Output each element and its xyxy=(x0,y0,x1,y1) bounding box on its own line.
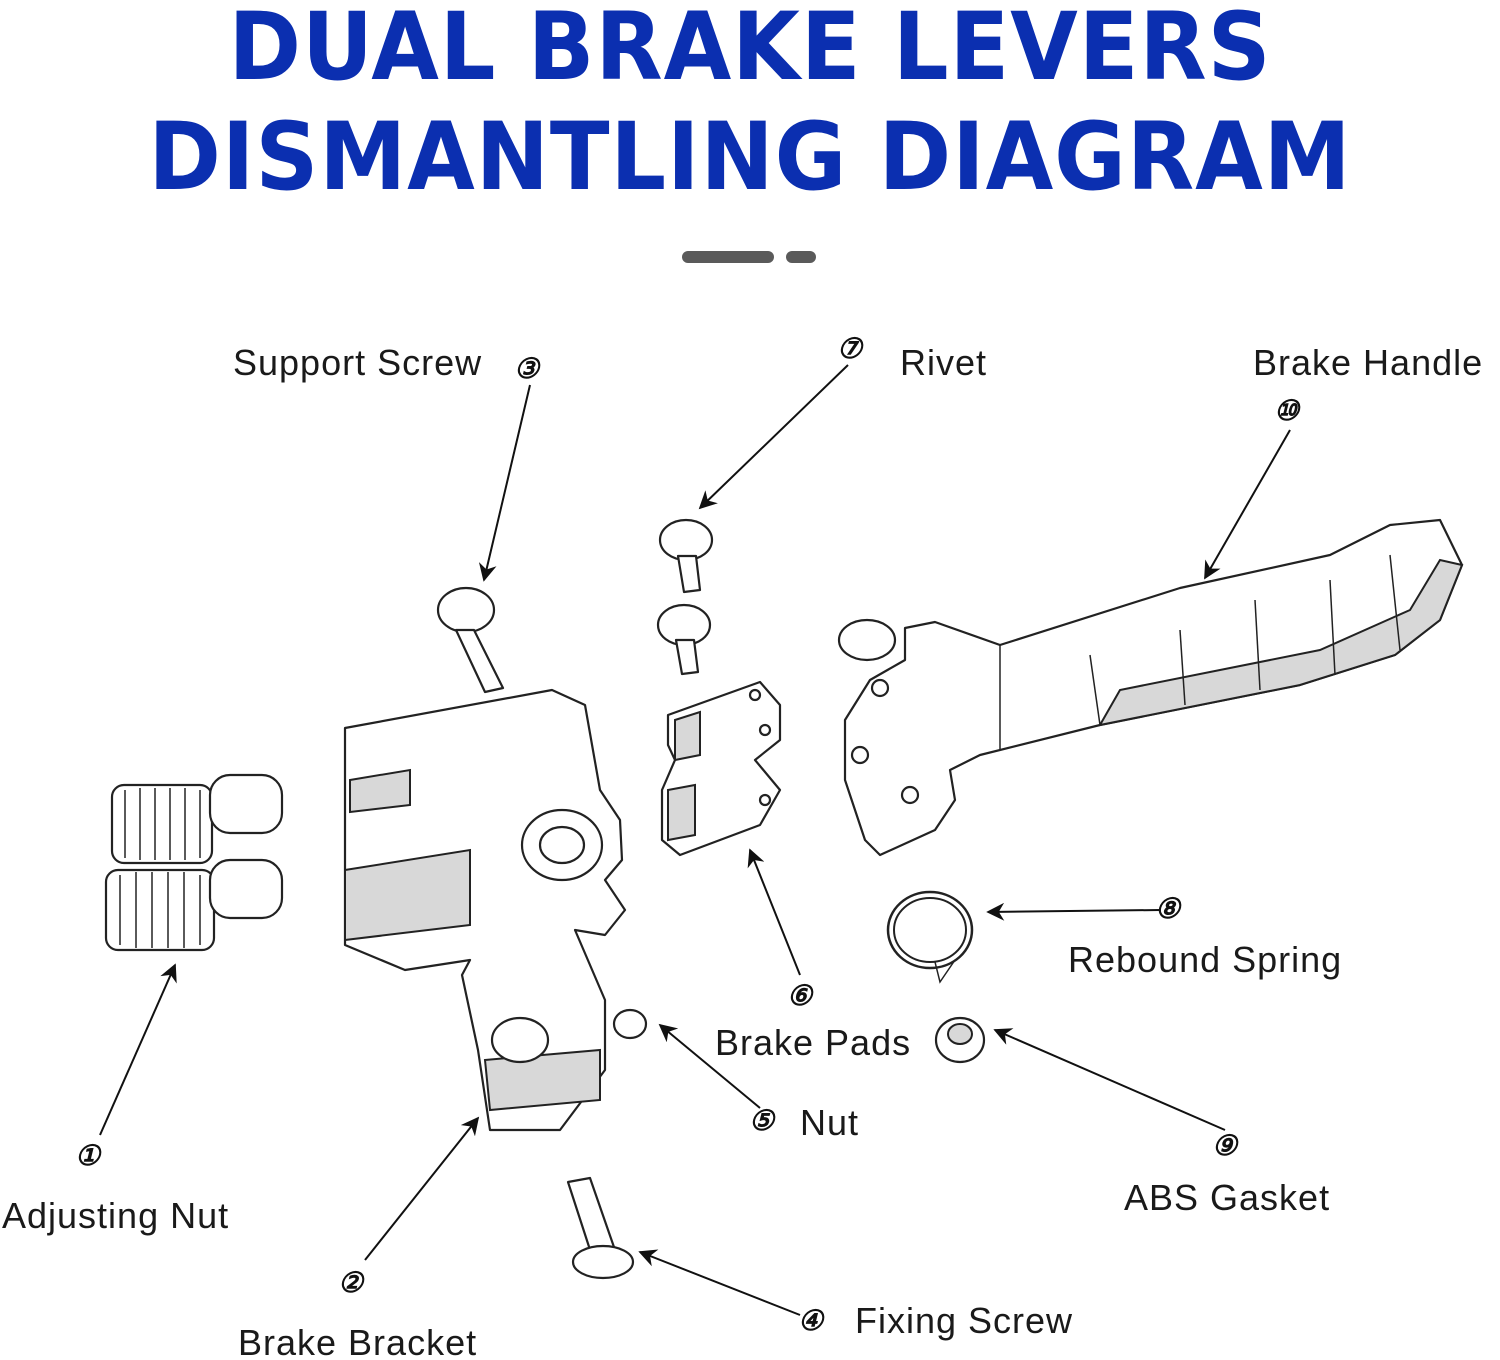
part-label-abs-gasket: ABS Gasket xyxy=(1124,1177,1330,1218)
part-number-7: ⑦ xyxy=(837,334,864,365)
part-number-2: ② xyxy=(338,1268,365,1299)
part-label-brake-handle: Brake Handle xyxy=(1253,342,1483,383)
support-screw-drawing xyxy=(436,586,505,694)
nut-drawing xyxy=(612,1008,648,1040)
part-label-brake-bracket: Brake Bracket xyxy=(238,1322,477,1360)
part-label-brake-pads: Brake Pads xyxy=(715,1022,911,1063)
title-line-2: DISMANTLING DIAGRAM xyxy=(148,103,1352,212)
adjusting-nut-drawing xyxy=(104,773,284,952)
part-number-3: ③ xyxy=(514,354,541,385)
part-number-10: ⑩ xyxy=(1274,396,1301,427)
part-number-6: ⑥ xyxy=(787,981,814,1012)
part-number-8: ⑧ xyxy=(1155,894,1182,925)
part-number-1: ① xyxy=(75,1141,102,1172)
part-number-4: ④ xyxy=(798,1306,825,1337)
fixing-screw-drawing xyxy=(566,1176,635,1280)
part-label-nut: Nut xyxy=(800,1102,859,1143)
part-number-5: ⑤ xyxy=(749,1106,776,1137)
leader-arrows xyxy=(99,364,1291,1316)
rivet-drawing xyxy=(656,518,714,676)
rebound-spring-drawing xyxy=(886,890,974,984)
divider-short xyxy=(786,251,816,263)
brake-pads-drawing xyxy=(660,680,782,857)
brake-handle-drawing xyxy=(837,518,1464,857)
divider-long xyxy=(682,251,774,263)
part-label-adjusting-nut: Adjusting Nut xyxy=(2,1195,229,1236)
part-label-rivet: Rivet xyxy=(900,342,987,383)
brake-bracket-drawing xyxy=(343,688,627,1132)
part-label-rebound-spring: Rebound Spring xyxy=(1068,939,1342,980)
part-label-fixing-screw: Fixing Screw xyxy=(855,1300,1073,1341)
part-number-9: ⑨ xyxy=(1212,1131,1239,1162)
part-label-support-screw: Support Screw xyxy=(233,342,482,383)
abs-gasket-drawing xyxy=(934,1016,986,1064)
title-line-1: DUAL BRAKE LEVERS xyxy=(228,0,1272,102)
